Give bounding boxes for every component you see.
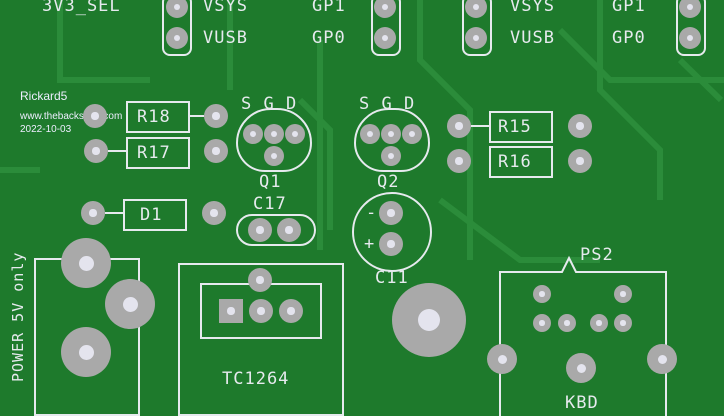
silk-line <box>190 115 204 117</box>
pad <box>465 0 487 18</box>
silk-line <box>108 150 126 152</box>
pad <box>614 285 632 303</box>
pad <box>374 27 396 49</box>
label-r17: R17 <box>137 143 171 163</box>
pad <box>533 285 551 303</box>
jumper-outline <box>162 0 192 56</box>
label-r18: R18 <box>137 107 171 127</box>
pad <box>61 327 111 377</box>
label-ps2: PS2 <box>580 245 614 265</box>
q1-outline <box>236 108 312 172</box>
pad <box>264 124 284 144</box>
pad <box>204 104 228 128</box>
label-d1: D1 <box>140 205 163 225</box>
pad <box>166 0 188 18</box>
c11-outline <box>352 192 432 272</box>
label-vusb: VUSB <box>510 28 555 48</box>
pad <box>566 353 596 383</box>
pad <box>105 279 155 329</box>
silk-line <box>471 125 489 127</box>
pad <box>202 201 226 225</box>
pad <box>204 139 228 163</box>
pad <box>249 299 273 323</box>
label-gp1: GP1 <box>612 0 646 16</box>
jumper-outline <box>371 0 401 56</box>
label-vsys: VSYS <box>203 0 248 16</box>
d1-outline <box>123 199 187 231</box>
pad <box>568 114 592 138</box>
pad <box>83 104 107 128</box>
label-gp1: GP1 <box>312 0 346 16</box>
label-r16: R16 <box>498 152 532 172</box>
pad <box>277 218 301 242</box>
label-gp0: GP0 <box>312 28 346 48</box>
pad <box>248 218 272 242</box>
label-q2: Q2 <box>377 172 400 192</box>
r16-outline <box>489 146 553 178</box>
pad <box>219 299 243 323</box>
jumper-outline <box>676 0 706 56</box>
pad <box>679 0 701 18</box>
pad <box>243 124 263 144</box>
pad <box>374 0 396 18</box>
pad <box>166 27 188 49</box>
pad <box>590 314 608 332</box>
pad <box>379 232 403 256</box>
pad <box>402 124 422 144</box>
pad <box>81 201 105 225</box>
watermark-date: 2022-10-03 <box>20 124 72 135</box>
pad <box>679 27 701 49</box>
pad <box>447 114 471 138</box>
label-kbd: KBD <box>565 393 599 413</box>
tc1264-outline <box>178 263 344 416</box>
pad <box>379 201 403 225</box>
label-vsys: VSYS <box>510 0 555 16</box>
pad <box>248 268 272 292</box>
watermark-site: www.thebackshed.com <box>20 111 123 122</box>
label-c17: C17 <box>253 194 287 214</box>
pad <box>487 344 517 374</box>
jumper-outline <box>462 0 492 56</box>
label-c11: C11 <box>375 268 409 288</box>
label-gp0: GP0 <box>612 28 646 48</box>
label-3v3-sel: 3V3_SEL <box>42 0 121 16</box>
pad <box>360 124 380 144</box>
pad <box>614 314 632 332</box>
label-r15: R15 <box>498 117 532 137</box>
label-tc1264: TC1264 <box>222 369 290 389</box>
r17-outline <box>126 137 190 169</box>
pad <box>381 146 401 166</box>
label-q1: Q1 <box>259 172 282 192</box>
pad <box>568 149 592 173</box>
pad <box>381 124 401 144</box>
mounting-hole <box>392 283 466 357</box>
r15-outline <box>489 111 553 143</box>
pad <box>465 27 487 49</box>
pad <box>84 139 108 163</box>
pad <box>447 149 471 173</box>
silk-line <box>105 212 123 214</box>
pad <box>61 238 111 288</box>
pad <box>285 124 305 144</box>
label-vusb: VUSB <box>203 28 248 48</box>
pad <box>264 146 284 166</box>
watermark-author: Rickard5 <box>20 89 68 103</box>
c11-plus: + <box>364 234 376 254</box>
c11-minus: - <box>366 203 378 223</box>
pad <box>647 344 677 374</box>
pad <box>533 314 551 332</box>
r18-outline <box>126 101 190 133</box>
q2-outline <box>354 108 430 172</box>
c17-outline <box>236 214 316 246</box>
pad <box>279 299 303 323</box>
pad <box>558 314 576 332</box>
